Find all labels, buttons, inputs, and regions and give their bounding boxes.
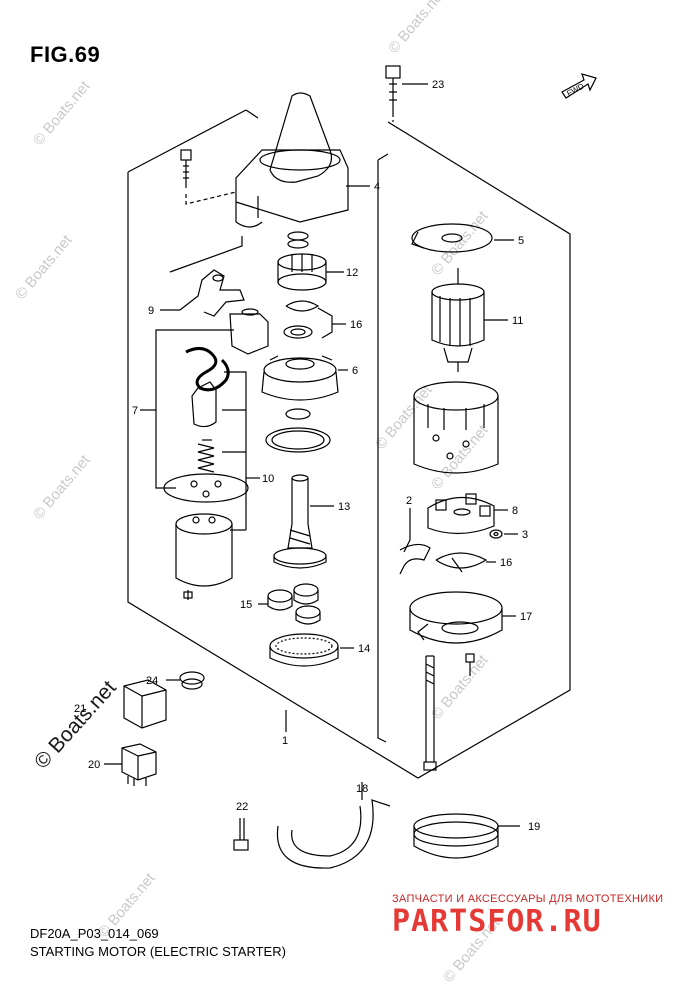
solenoid-body <box>175 513 233 600</box>
callout-6: 6 <box>352 365 358 377</box>
callout-8: 8 <box>512 505 518 517</box>
band-19 <box>413 813 499 859</box>
bracket-18 <box>276 782 391 869</box>
callout-1: 1 <box>282 735 288 747</box>
brush-holder-8 <box>427 493 495 535</box>
callout-15: 15 <box>240 599 252 611</box>
screw-rear <box>465 653 475 676</box>
end-plate-5 <box>411 223 493 253</box>
figure-title: FIG.69 <box>30 42 101 67</box>
sub-assembly-outline <box>377 160 387 743</box>
armature-11 <box>431 268 485 372</box>
nut-3 <box>489 529 503 539</box>
callout-16-lower: 16 <box>500 557 512 569</box>
callout-12: 12 <box>346 267 358 279</box>
thrust-washer-16 <box>435 552 488 573</box>
pinion-gear-12 <box>277 231 327 291</box>
through-bolt <box>423 655 437 771</box>
fwd-arrow <box>561 73 597 99</box>
callout-3: 3 <box>522 529 528 541</box>
callout-19: 19 <box>528 821 540 833</box>
snap-ring-16 <box>283 300 320 339</box>
yoke-housing <box>413 381 499 474</box>
callout-24: 24 <box>146 675 158 687</box>
planet-gears-15 <box>267 583 321 625</box>
callout-4: 4 <box>374 181 380 193</box>
internal-gear-14 <box>269 633 339 667</box>
promo-tagline: ЗАПЧАСТИ И АКСЕССУАРЫ ДЛЯ МОТОТЕХНИКИ <box>392 893 664 905</box>
lead-wire-2 <box>399 508 431 575</box>
callout-20: 20 <box>88 759 100 771</box>
callout-7: 7 <box>132 405 138 417</box>
promo-brand-logo: PARTSFOR.RU <box>392 904 602 939</box>
callout-16-upper: 16 <box>350 319 362 331</box>
shift-lever-9 <box>179 269 245 317</box>
solenoid-cover-4 <box>235 92 349 228</box>
plunger-assembly <box>163 308 269 503</box>
callout-23: 23 <box>432 79 444 91</box>
diagram-code: DF20A_P03_014_069 <box>30 926 159 941</box>
callout-17: 17 <box>520 611 532 623</box>
bolt-23 <box>385 65 401 122</box>
assembly-outline <box>127 121 571 779</box>
rear-cover-17 <box>409 591 503 644</box>
bolt-22 <box>233 818 249 851</box>
callout-10: 10 <box>262 473 274 485</box>
relay-21 <box>123 679 167 729</box>
callout-2: 2 <box>406 495 412 507</box>
relay-20 <box>121 743 157 786</box>
callout-18: 18 <box>356 783 368 795</box>
callout-14: 14 <box>358 643 370 655</box>
callout-13: 13 <box>338 501 350 513</box>
callout-21: 21 <box>74 703 86 715</box>
drive-shaft-13 <box>273 474 327 569</box>
callout-22: 22 <box>236 801 248 813</box>
callout-9: 9 <box>148 305 154 317</box>
grommet-24 <box>179 671 205 690</box>
o-ring <box>265 427 331 453</box>
screw-upper-left <box>180 149 192 188</box>
front-housing-6 <box>261 355 339 420</box>
callout-11: 11 <box>512 315 523 327</box>
diagram-name: STARTING MOTOR (ELECTRIC STARTER) <box>30 944 286 959</box>
callout-5: 5 <box>518 235 524 247</box>
